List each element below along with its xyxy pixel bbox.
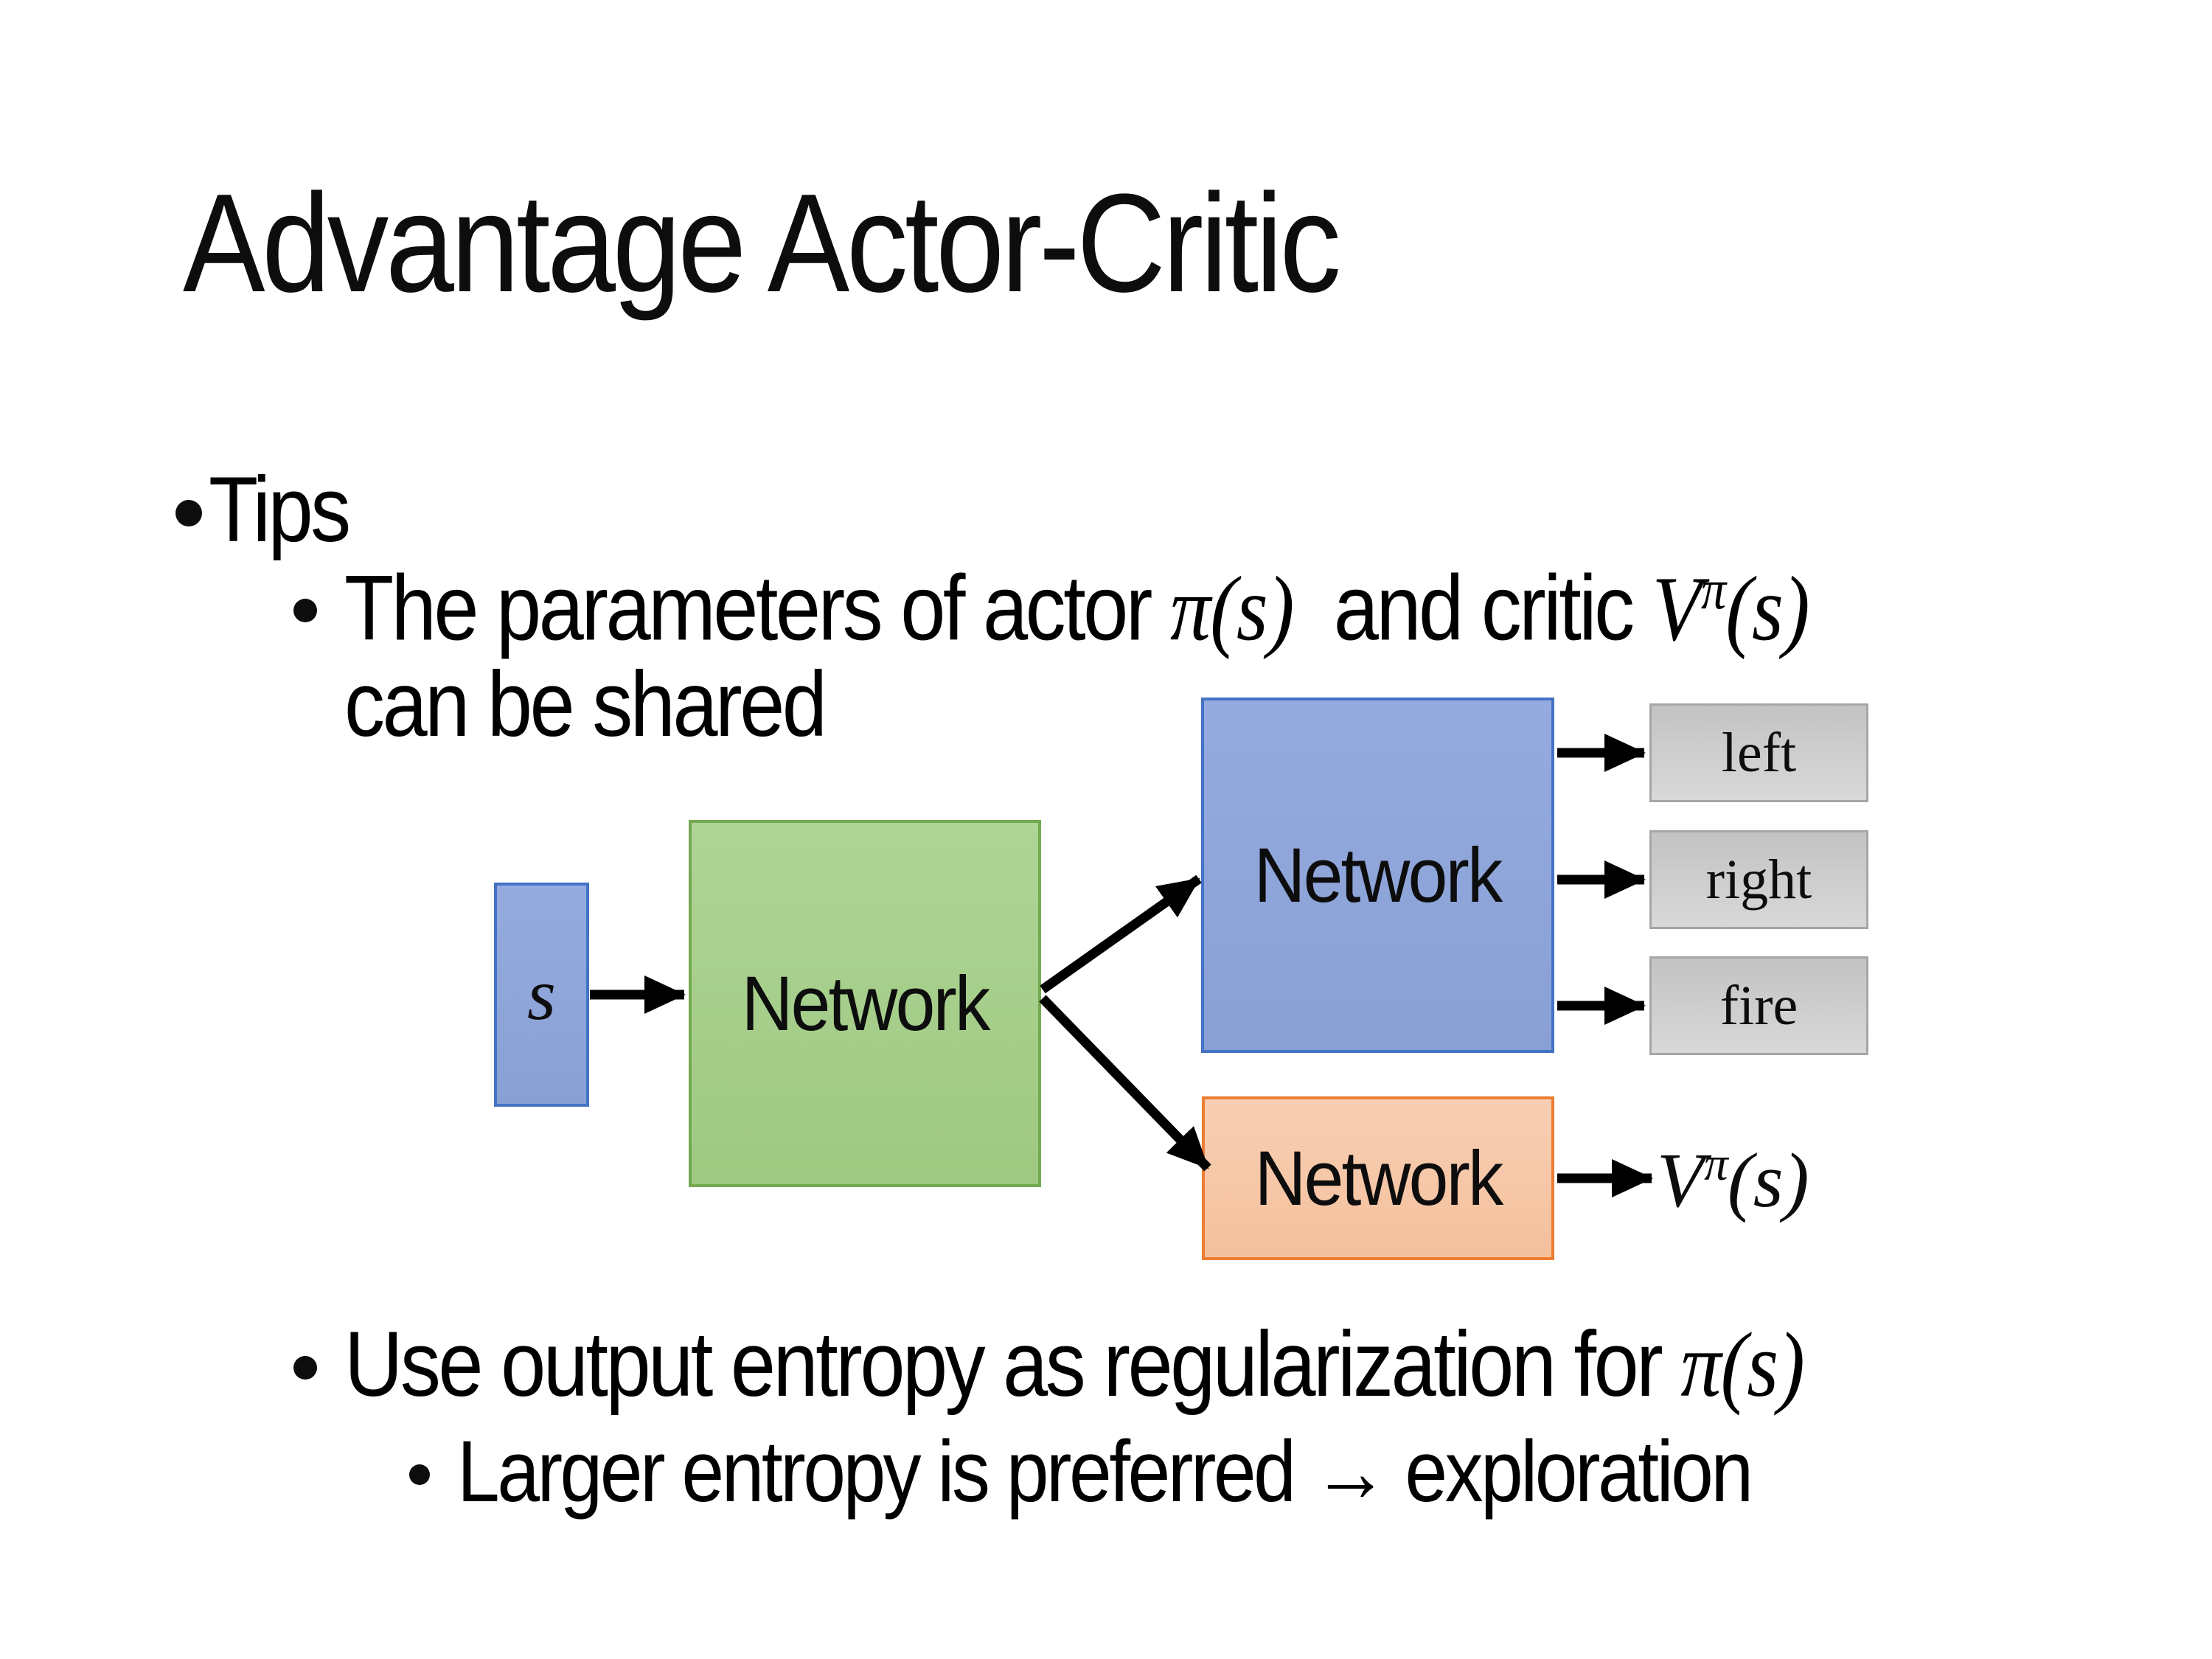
actor-network-label: Network <box>1254 832 1503 919</box>
bullet-dot-parameters <box>293 599 317 622</box>
arrow-shared-to-actor <box>1040 874 1202 994</box>
bullet-tips: Tips <box>209 459 351 561</box>
actor-network-box: Network <box>1201 698 1554 1053</box>
critic-network-box: Network <box>1202 1096 1554 1260</box>
action-box-right: right <box>1649 830 1868 929</box>
action-label-right: right <box>1705 849 1812 911</box>
action-label-left: left <box>1721 722 1797 784</box>
shared-network-label: Network <box>741 960 991 1047</box>
action-box-left: left <box>1649 703 1868 802</box>
state-label: s <box>527 953 556 1035</box>
action-box-fire: fire <box>1649 956 1868 1055</box>
bullet-dot-entropy <box>293 1356 317 1380</box>
shared-network-box: Network <box>689 820 1041 1187</box>
critic-value-sup: π <box>1701 557 1726 621</box>
critic-value-base: V <box>1652 558 1702 661</box>
bullet-exploration: Larger entropy is preferred → exploratio… <box>457 1423 1753 1520</box>
bullet-dot-exploration <box>409 1464 430 1485</box>
parameters-text-1: The parameters of actor <box>344 557 1170 660</box>
value-output-base: V <box>1657 1137 1705 1223</box>
parameters-text-2: and critic <box>1293 557 1652 660</box>
critic-network-label: Network <box>1254 1135 1504 1222</box>
action-label-fire: fire <box>1719 975 1798 1037</box>
bullet-parameters-line1: The parameters of actor π(s) and critic … <box>344 560 1810 656</box>
bullet-entropy: Use output entropy as regularization for… <box>344 1318 1805 1412</box>
state-input-box: s <box>494 883 589 1107</box>
critic-value-args: (s) <box>1725 558 1809 661</box>
entropy-text: Use output entropy as regularization for <box>344 1313 1681 1416</box>
arrow-shared-to-critic <box>1039 995 1211 1172</box>
value-output-args: (s) <box>1727 1137 1809 1223</box>
value-output-label: Vπ(s) <box>1657 1132 1809 1228</box>
bullet-parameters-line2: can be shared <box>344 653 827 756</box>
entropy-policy-math: π(s) <box>1680 1315 1805 1416</box>
value-output-sup: π <box>1704 1138 1728 1192</box>
slide-title: Advantage Actor-Critic <box>183 165 1341 321</box>
bullet-dot-tips <box>175 500 202 526</box>
actor-policy-math: π(s) <box>1169 558 1295 661</box>
